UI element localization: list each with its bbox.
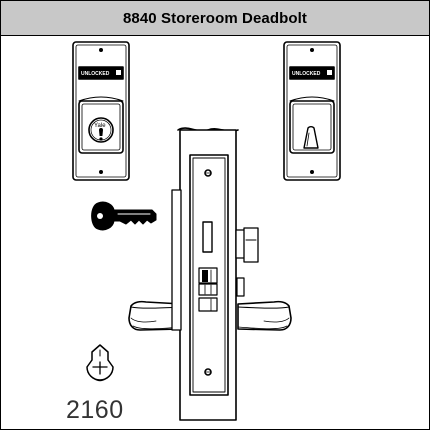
inside-indicator-window: UNLOCKED (289, 66, 335, 80)
inside-escutcheon-icon: UNLOCKED (283, 41, 341, 181)
mortise-lock-body-icon (171, 127, 259, 421)
title-bar: 8840 Storeroom Deadbolt (1, 1, 429, 36)
thumbturn-icon (303, 126, 319, 149)
outside-indicator-label: UNLOCKED (81, 71, 110, 77)
inside-indicator-label: UNLOCKED (292, 71, 321, 77)
diagram-title: 8840 Storeroom Deadbolt (122, 9, 307, 27)
cylinder-keyway-icon (86, 344, 114, 382)
outside-indicator-window: UNLOCKED (78, 66, 124, 80)
inside-lever-icon (237, 300, 292, 331)
outside-escutcheon-icon: UNLOCKED Yale (72, 41, 130, 181)
function-code: 2160 (66, 396, 124, 424)
cylinder-brand: Yale (94, 123, 106, 129)
key-icon (91, 201, 157, 231)
